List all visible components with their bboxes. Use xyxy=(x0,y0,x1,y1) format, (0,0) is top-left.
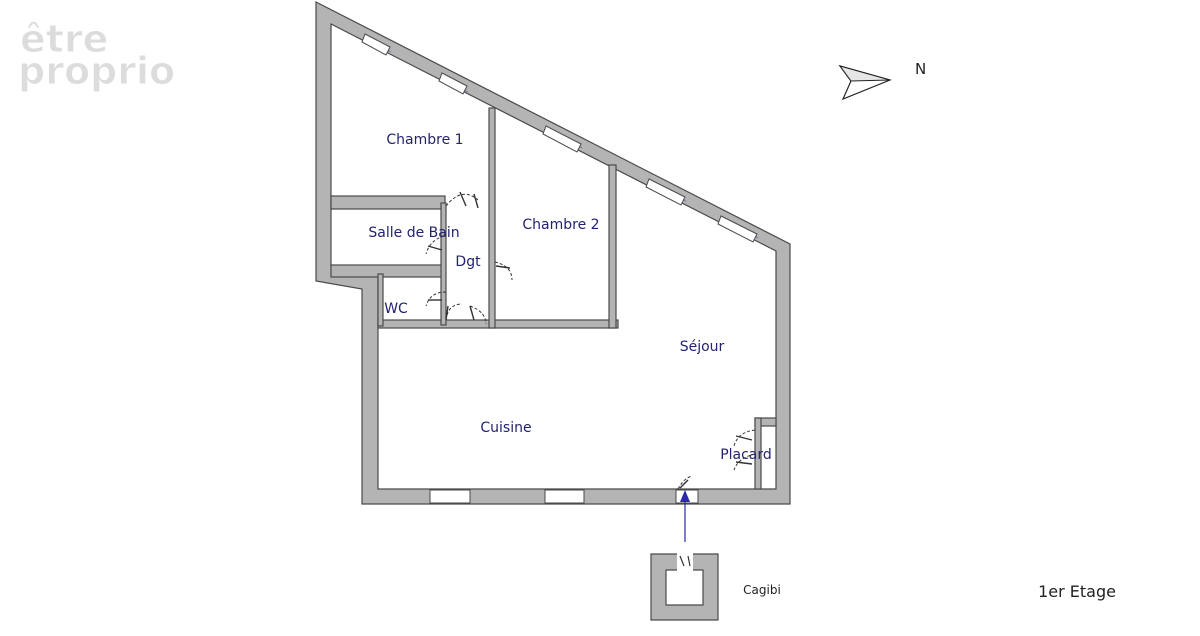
logo-line2: proprio xyxy=(18,49,175,93)
room-label-cuisine: Cuisine xyxy=(480,420,531,436)
etre-proprio-logo: être proprio xyxy=(18,17,176,94)
room-label-dgt: Dgt xyxy=(455,254,481,270)
north-arrow-icon xyxy=(838,64,892,101)
room-label-placard: Placard xyxy=(720,447,772,463)
walls xyxy=(315,1,791,505)
cagibi-walls xyxy=(650,550,719,621)
room-label-wc: WC xyxy=(384,301,408,317)
north-label: N xyxy=(915,60,926,78)
room-label-chambre2: Chambre 2 xyxy=(522,217,599,233)
door-leaves xyxy=(427,191,753,489)
entry-arrow-icon xyxy=(680,490,690,542)
room-label-salle-de-bain: Salle de Bain xyxy=(368,225,459,241)
room-label-sejour: Séjour xyxy=(680,339,725,355)
window-frames xyxy=(361,33,758,504)
room-label-cagibi: Cagibi xyxy=(743,583,781,597)
floor-label: 1er Etage xyxy=(1038,582,1116,601)
room-label-chambre1: Chambre 1 xyxy=(386,132,463,148)
logo-line1: être xyxy=(20,17,108,61)
